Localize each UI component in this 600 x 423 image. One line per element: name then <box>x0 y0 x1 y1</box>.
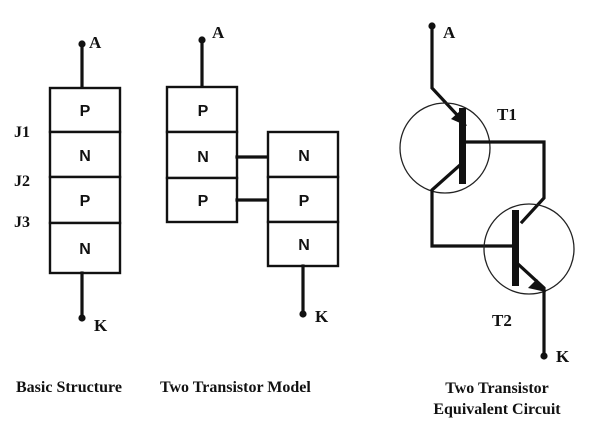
junction-j1-label: J1 <box>14 124 30 141</box>
basic-layer-n1 <box>48 130 122 179</box>
basic-layer-n2 <box>48 221 122 275</box>
basic-cathode-label: K <box>94 316 108 335</box>
model-layer-label: P <box>198 103 209 120</box>
t1-envelope <box>399 102 491 194</box>
basic-structure-caption: Basic Structure <box>16 379 122 396</box>
equiv-caption-line1: Two Transistor <box>445 380 549 397</box>
model-layer-label: P <box>198 193 209 210</box>
model-layer-label: N <box>197 149 209 166</box>
basic-layer-label: N <box>79 241 91 258</box>
equiv-cathode-label: K <box>556 347 570 366</box>
basic-layer-label: N <box>79 148 91 165</box>
t2-envelope <box>483 203 575 295</box>
basic-layer-label: P <box>80 103 91 120</box>
basic-anode-dot <box>78 40 86 48</box>
t1-label: T1 <box>497 105 517 124</box>
model-anode-label: A <box>212 23 225 42</box>
junction-j2-label: J2 <box>14 173 30 190</box>
model-lower-layer-p <box>266 175 340 224</box>
t2-emitter-wire <box>515 261 546 358</box>
model-anode-dot <box>198 36 206 44</box>
model-cathode-dot <box>299 310 307 318</box>
t2-base-bar <box>512 210 519 286</box>
model-caption: Two Transistor Model <box>160 379 311 396</box>
basic-cathode-dot <box>78 314 86 322</box>
equiv-anode-label: A <box>443 23 456 42</box>
basic-anode-label: A <box>89 33 102 52</box>
equiv-cathode-dot <box>540 352 548 360</box>
t1-emitter-wire <box>430 24 463 121</box>
t2-label: T2 <box>492 311 512 330</box>
model-lower-layer-n <box>266 220 340 268</box>
equiv-caption-line2: Equivalent Circuit <box>433 401 561 418</box>
t1-base-to-t2-collector <box>464 140 546 225</box>
t1-collector-to-t2-base <box>430 162 514 248</box>
equivalent-circuit: A T1 T2 K Two Transistor Equivalent Circ… <box>399 22 575 418</box>
model-layer-label: N <box>298 237 310 254</box>
t2-emitter-arrow <box>528 279 546 292</box>
model-cathode-label: K <box>315 307 329 326</box>
basic-layer-label: P <box>80 193 91 210</box>
basic-structure: A P N P N J1 J2 J3 K Basic Structure <box>14 33 122 396</box>
model-lower-layer-n <box>266 130 340 179</box>
junction-j3-label: J3 <box>14 214 30 231</box>
t1-base-bar <box>459 108 466 184</box>
two-transistor-model: A P N P N P N K Two Transistor Model <box>160 23 340 396</box>
model-layer-label: P <box>299 193 310 210</box>
model-layer-label: N <box>298 148 310 165</box>
